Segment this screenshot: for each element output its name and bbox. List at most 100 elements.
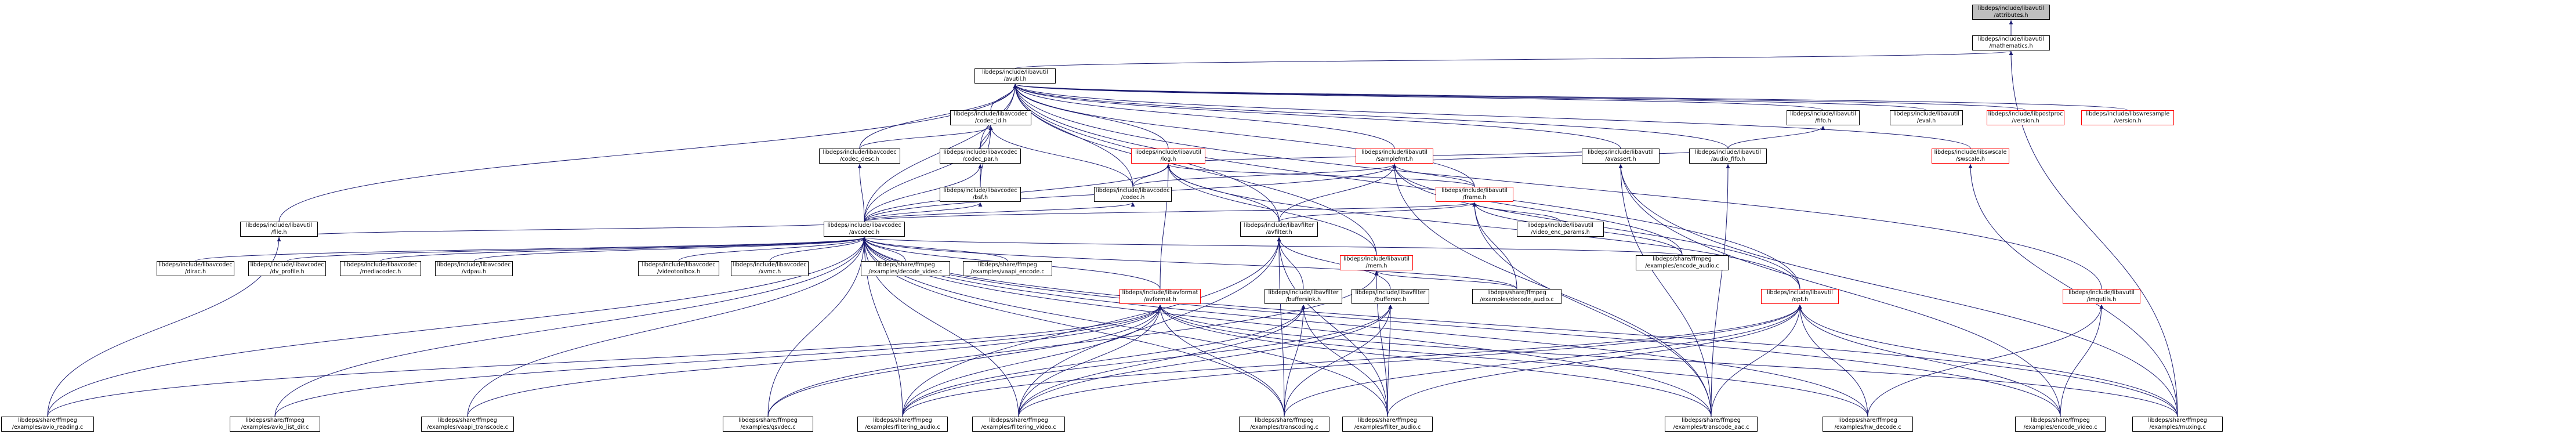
edge-avcodec-to-bsf: [864, 202, 983, 222]
edge-swscale-to-avutil: [1013, 84, 1971, 149]
node-bsf-h[interactable]: libdeps/include/libavcodec /bsf.h: [940, 187, 1021, 202]
edge-file-to-avutil: [278, 84, 1017, 222]
edge-log-to-avutil: [1013, 84, 1169, 149]
edge-avassert-to-avutil: [1013, 84, 1621, 149]
edge-audio_fifo-to-samplefmt: [1392, 148, 1729, 165]
node-avutil-h[interactable]: libdeps/include/libavutil /avutil.h: [974, 68, 1056, 84]
edge-frame-to-avutil: [1013, 84, 1475, 187]
node-avassert-h[interactable]: libdeps/include/libavutil /avassert.h: [1582, 149, 1660, 164]
node-encode-video-c[interactable]: libdeps/share/ffmpeg /examples/encode_vi…: [2015, 417, 2106, 432]
node-filter-audio-c[interactable]: libdeps/share/ffmpeg /examples/filter_au…: [1342, 417, 1433, 432]
node-vaapi-encode-c[interactable]: libdeps/share/ffmpeg /examples/vaapi_enc…: [963, 261, 1052, 276]
node-videotoolbox-h[interactable]: libdeps/include/libavcodec /videotoolbox…: [638, 261, 719, 276]
edge-muxing-to-avformat: [1158, 304, 2178, 417]
edge-muxing-to-avassert: [1618, 164, 2178, 417]
node-mem-h[interactable]: libdeps/include/libavutil /mem.h: [1340, 255, 1413, 270]
node-opt-h[interactable]: libdeps/include/libavutil /opt.h: [1761, 289, 1839, 304]
node-decode-video-c[interactable]: libdeps/share/ffmpeg /examples/decode_vi…: [861, 261, 950, 276]
edge-transcoding-to-avformat: [1158, 304, 1285, 417]
node-dv-profile-h[interactable]: libdeps/include/libavcodec /dv_profile.h: [248, 261, 326, 276]
node-file-h[interactable]: libdeps/include/libavutil /file.h: [240, 222, 318, 237]
edge-transcoding-to-opt: [1284, 304, 1802, 417]
edge-mediacodec-to-avcodec: [380, 237, 867, 262]
node-swscale-h[interactable]: libdeps/include/libswscale /swscale.h: [1932, 149, 2009, 164]
edge-avio_list_dir-to-avformat: [274, 304, 1162, 417]
edge-dv_profile-to-avcodec: [287, 237, 867, 262]
node-hw-decode-c[interactable]: libdeps/share/ffmpeg /examples/hw_decode…: [1823, 417, 1913, 432]
edge-filtering_audio-to-opt: [902, 304, 1802, 417]
edge-vaapi_transcode-to-avcodec: [467, 237, 867, 417]
node-vdpau-h[interactable]: libdeps/include/libavcodec /vdpau.h: [435, 261, 513, 276]
edge-mem-to-log: [1166, 164, 1377, 256]
node-codec-par-h[interactable]: libdeps/include/libavcodec /codec_par.h: [940, 149, 1021, 164]
node-attributes-h[interactable]: libdeps/include/libavutil /attributes.h: [1972, 5, 2050, 20]
edge-muxing-to-avcodec: [862, 237, 2178, 417]
node-swresample-version-h[interactable]: libdeps/include/libswresample /version.h: [2081, 110, 2174, 125]
node-eval-h[interactable]: libdeps/include/libavutil /eval.h: [1890, 110, 1963, 125]
node-codec-desc-h[interactable]: libdeps/include/libavcodec /codec_desc.h: [819, 149, 900, 164]
edge-avfilter-to-samplefmt: [1278, 164, 1397, 222]
edge-avcodec-to-codec: [864, 202, 1135, 222]
edge-transcode_aac-to-audio_fifo: [1711, 164, 1730, 417]
edge-filtering_audio-to-buffersrc: [902, 304, 1393, 417]
node-mediacodec-h[interactable]: libdeps/include/libavcodec /mediacodec.h: [340, 261, 421, 276]
node-transcoding-c[interactable]: libdeps/share/ffmpeg /examples/transcodi…: [1239, 417, 1329, 432]
edge-avio_list_dir-to-avcodec: [274, 237, 867, 417]
edge-vaapi_encode-to-avcodec: [862, 237, 1008, 262]
edge-hw_decode-to-imgutils: [1867, 304, 2104, 417]
node-qsvdec-c[interactable]: libdeps/share/ffmpeg /examples/qsvdec.c: [723, 417, 813, 432]
node-avformat-h[interactable]: libdeps/include/libavformat /avformat.h: [1119, 289, 1201, 304]
edge-qsvdec-to-avformat: [767, 304, 1162, 417]
edge-encode_audio-to-samplefmt: [1392, 164, 1683, 256]
edge-transcoding-to-avfilter: [1277, 237, 1285, 417]
node-filtering-audio-c[interactable]: libdeps/share/ffmpeg /examples/filtering…: [857, 417, 948, 432]
node-avfilter-h[interactable]: libdeps/include/libavfilter /avfilter.h: [1240, 222, 1318, 237]
node-avcodec-h[interactable]: libdeps/include/libavcodec /avcodec.h: [824, 222, 905, 237]
edge-audio_fifo-to-fifo: [1727, 125, 1825, 149]
node-xvmc-h[interactable]: libdeps/include/libavcodec /xvmc.h: [731, 261, 809, 276]
node-buffersrc-h[interactable]: libdeps/include/libavfilter /buffersrc.h: [1352, 289, 1429, 304]
edge-imgutils-to-avutil: [1013, 84, 2102, 290]
node-codec-id-h[interactable]: libdeps/include/libavcodec /codec_id.h: [950, 110, 1031, 125]
edge-filter_audio-to-avfilter: [1277, 237, 1388, 417]
node-imgutils-h[interactable]: libdeps/include/libavutil /imgutils.h: [2063, 289, 2140, 304]
node-mathematics-h[interactable]: libdeps/include/libavutil /mathematics.h: [1972, 35, 2050, 50]
edge-codec_desc-to-codec_id: [859, 125, 993, 149]
node-postproc-version-h[interactable]: libdeps/include/libpostproc /version.h: [1987, 110, 2064, 125]
edge-vdpau-to-avcodec: [473, 237, 867, 262]
edge-encode_video-to-imgutils: [2060, 304, 2104, 417]
edge-avformat-to-log: [1160, 164, 1171, 290]
edge-codec_desc-to-avutil: [859, 84, 1017, 149]
node-decode-audio-c[interactable]: libdeps/share/ffmpeg /examples/decode_au…: [1472, 289, 1561, 304]
node-transcode-aac-c[interactable]: libdeps/share/ffmpeg /examples/transcode…: [1665, 417, 1758, 432]
node-avio-list-dir-c[interactable]: libdeps/share/ffmpeg /examples/avio_list…: [230, 417, 320, 432]
edge-avio_reading-to-avformat: [47, 304, 1162, 417]
node-avio-reading-c[interactable]: libdeps/share/ffmpeg /examples/avio_read…: [1, 417, 94, 432]
node-audio-fifo-h[interactable]: libdeps/include/libavutil /audio_fifo.h: [1689, 149, 1767, 164]
edge-filtering_video-to-buffersrc: [1018, 304, 1393, 417]
edge-swresample_version-to-avutil: [1013, 84, 2128, 111]
node-encode-audio-c[interactable]: libdeps/share/ffmpeg /examples/encode_au…: [1636, 255, 1729, 270]
node-video-enc-params-h[interactable]: libdeps/include/libavutil /video_enc_par…: [1517, 222, 1604, 237]
node-fifo-h[interactable]: libdeps/include/libavutil /fifo.h: [1787, 110, 1860, 125]
edge-filtering_video-to-opt: [1018, 304, 1802, 417]
edge-encode_video-to-opt: [1798, 304, 2061, 417]
edge-muxing-to-opt: [1798, 304, 2178, 417]
node-log-h[interactable]: libdeps/include/libavutil /log.h: [1131, 149, 1205, 164]
node-buffersink-h[interactable]: libdeps/include/libavfilter /buffersink.…: [1265, 289, 1342, 304]
node-muxing-c[interactable]: libdeps/share/ffmpeg /examples/muxing.c: [2132, 417, 2223, 432]
edge-filtering_audio-to-buffersink: [902, 304, 1306, 417]
node-dirac-h[interactable]: libdeps/include/libavcodec /dirac.h: [157, 261, 234, 276]
edge-avcodec-to-codec_par: [864, 164, 983, 222]
edge-avio_reading-to-avcodec: [47, 237, 867, 417]
node-samplefmt-h[interactable]: libdeps/include/libavutil /samplefmt.h: [1356, 149, 1433, 164]
edge-transcode_aac-to-opt: [1711, 304, 1802, 417]
node-filtering-video-c[interactable]: libdeps/share/ffmpeg /examples/filtering…: [972, 417, 1065, 432]
node-codec-h[interactable]: libdeps/include/libavcodec /codec.h: [1094, 187, 1172, 202]
node-vaapi-transcode-c[interactable]: libdeps/share/ffmpeg /examples/vaapi_tra…: [421, 417, 514, 432]
edge-filtering_video-to-avformat: [1018, 304, 1162, 417]
edge-muxing-to-mathematics: [2009, 50, 2178, 417]
node-frame-h[interactable]: libdeps/include/libavutil /frame.h: [1436, 187, 1513, 202]
